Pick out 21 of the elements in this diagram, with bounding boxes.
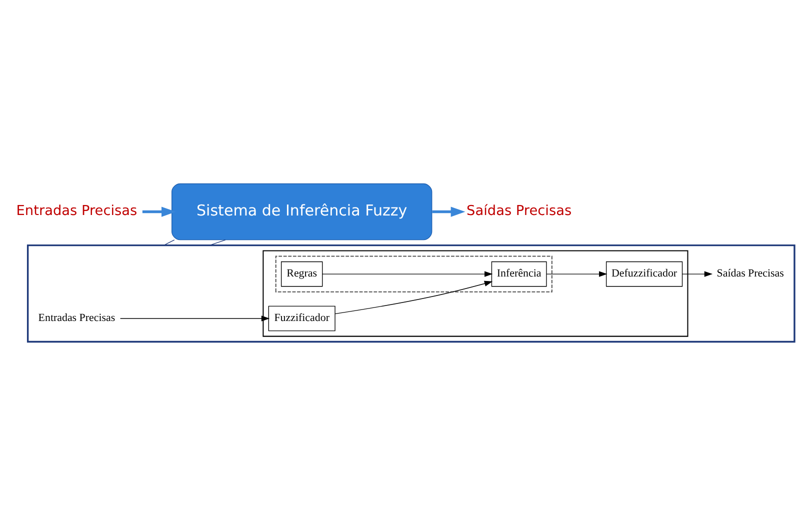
- arrow: [334, 280, 493, 314]
- node-text: Saídas Precisas: [716, 267, 784, 280]
- arrow: [142, 206, 176, 216]
- arrow: [120, 315, 270, 321]
- node-text: Entradas Precisas: [16, 202, 138, 219]
- arrow: [322, 270, 493, 276]
- arrow: [546, 270, 608, 276]
- connector: [209, 239, 226, 246]
- cluster: [26, 244, 796, 342]
- cluster: [275, 255, 552, 292]
- node-box: Defuzzificador: [606, 260, 683, 286]
- node-text: Saídas Precisas: [466, 202, 572, 219]
- node-box: Regras: [280, 260, 323, 286]
- arrow: [432, 206, 466, 216]
- node-text: Entradas Precisas: [38, 312, 116, 324]
- node-box: Sistema de Inferência Fuzzy: [172, 182, 432, 240]
- arrow: [682, 270, 713, 276]
- cluster: [262, 250, 688, 336]
- node-box: Inferência: [491, 260, 547, 286]
- node-box: Fuzzificador: [268, 305, 336, 331]
- connector: [164, 239, 175, 246]
